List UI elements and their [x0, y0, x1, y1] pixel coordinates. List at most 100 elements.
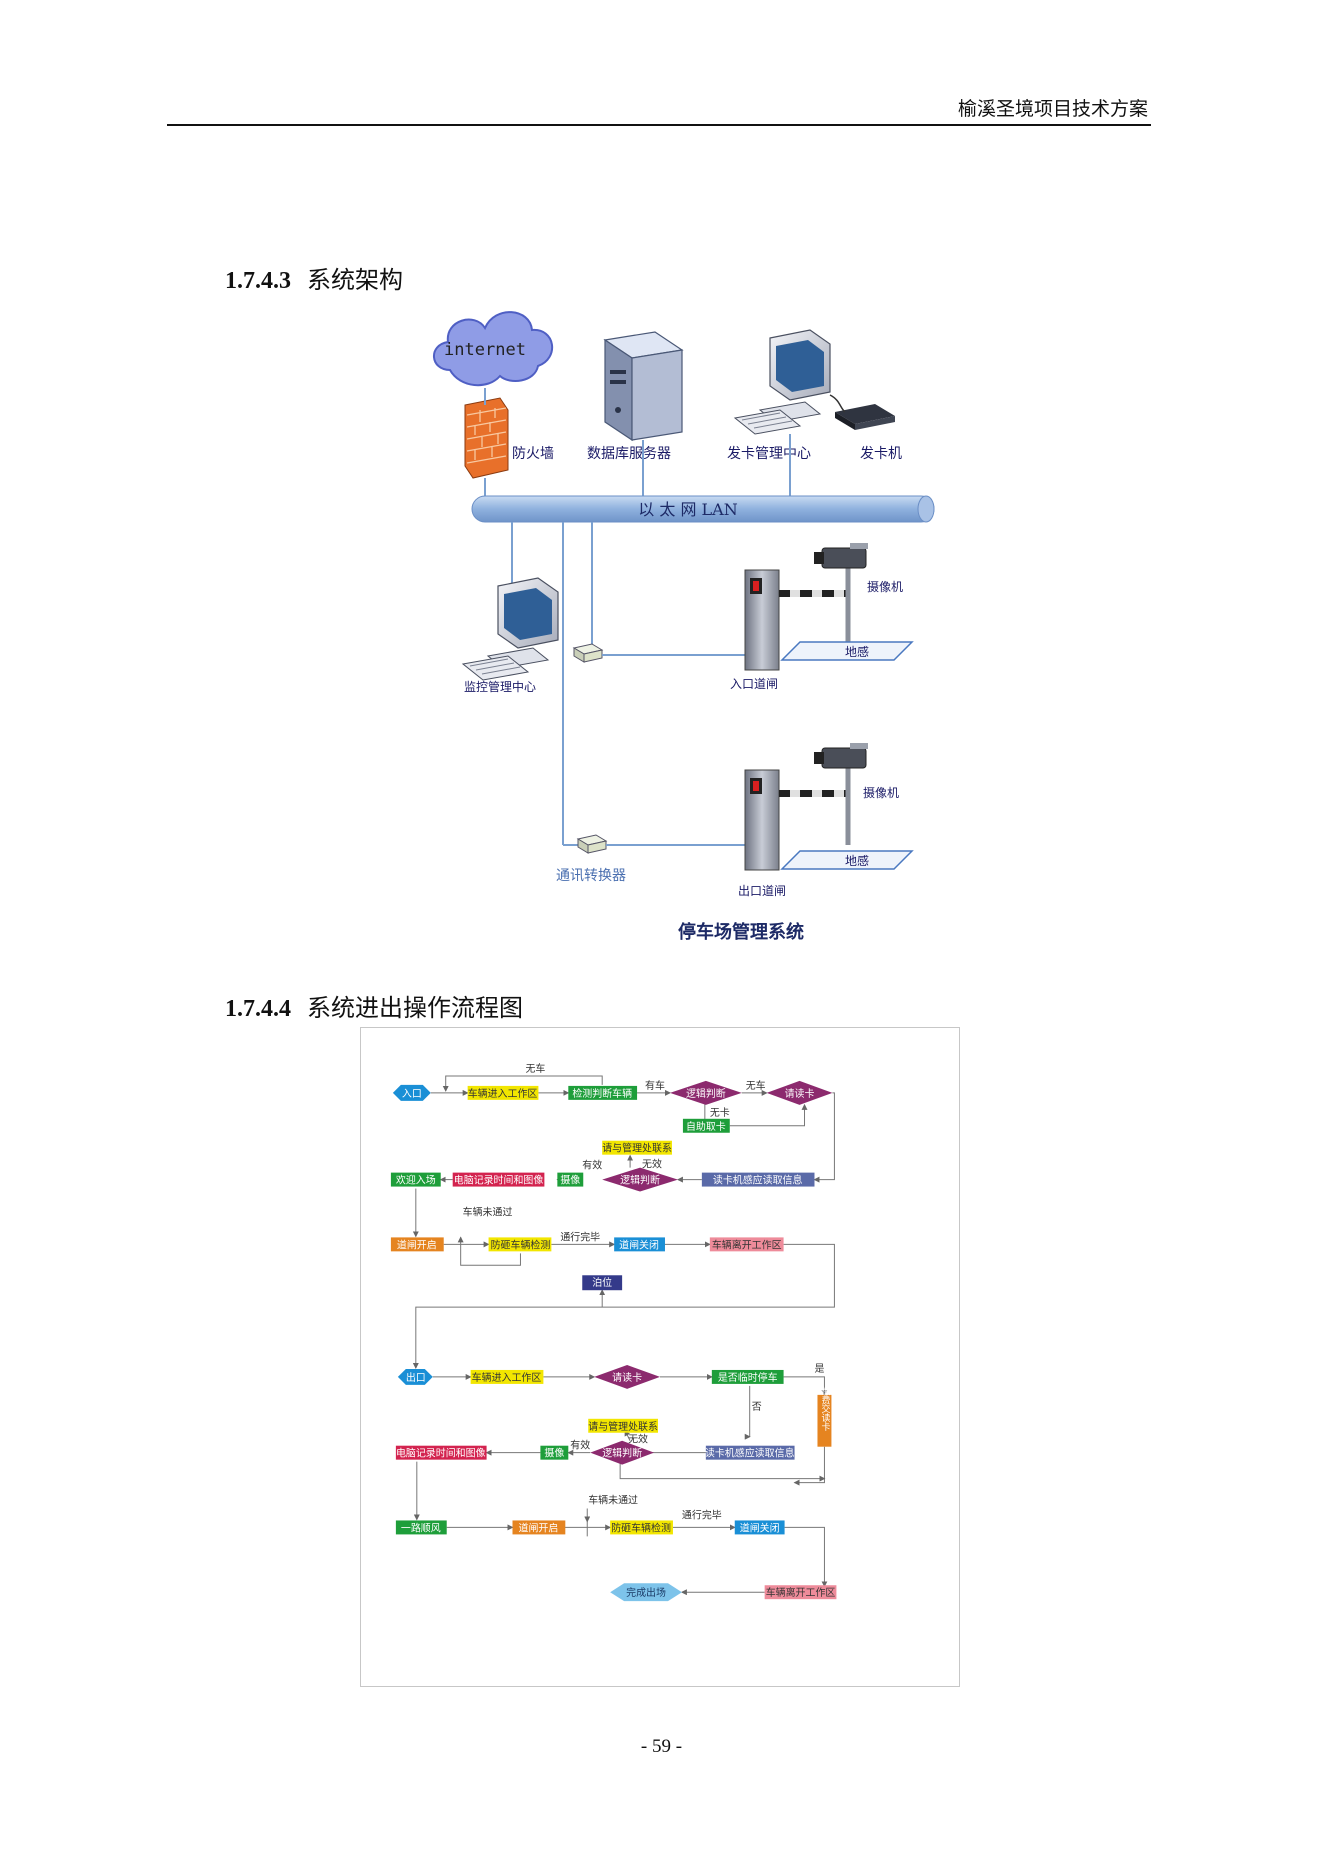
card-machine-icon [835, 404, 895, 430]
flow-capture-2 [540, 1445, 569, 1460]
flow-read-card-1-text: 请读卡 [785, 1087, 815, 1100]
flow-park [582, 1275, 623, 1291]
flow-enter-zone-1 [467, 1085, 539, 1100]
page-number: - 59 - [640, 1736, 683, 1757]
exit-camera-label: 摄像机 [863, 785, 899, 800]
edge-not-passed-1: 车辆未通过 [463, 1205, 513, 1218]
edge-pass-done-2: 通行完毕 [682, 1508, 722, 1521]
flow-leave-zone-2 [764, 1585, 837, 1600]
flow-anti-smash-2 [610, 1520, 673, 1535]
flow-reader-info-2 [705, 1445, 795, 1460]
header-title: 榆溪圣境项目技术方案 [957, 98, 1148, 120]
entry-camera-icon [814, 543, 868, 645]
exit-gate-label: 出口道闸 [738, 884, 786, 898]
flow-contact-mgmt-1-text: 请与管理处联系 [602, 1142, 672, 1155]
flow-logic-check-3-text: 逻辑判断 [602, 1447, 642, 1460]
flow-gate-open-1 [390, 1237, 444, 1252]
edge-no: 否 [752, 1401, 762, 1413]
exit-loop-label: 地感 [845, 853, 869, 868]
card-center-computer-icon [733, 329, 831, 435]
flow-anti-smash-1 [488, 1237, 552, 1252]
exit-camera-icon [814, 743, 868, 845]
flow-park-text: 泊位 [592, 1276, 612, 1289]
flow-pay-card-text: 缴费交读卡 [819, 1385, 829, 1432]
flow-contact-mgmt-2 [588, 1418, 659, 1433]
flow-reader-info-1 [701, 1172, 815, 1187]
flow-finish-exit-text: 完成出场 [626, 1586, 666, 1599]
flow-capture-1 [557, 1172, 584, 1187]
flow-gate-close-1 [614, 1237, 665, 1252]
flow-read-card-2-text: 请读卡 [612, 1371, 642, 1384]
ethernet-lan-bus [471, 495, 935, 523]
edge-has-car: 有车 [645, 1079, 665, 1092]
flow-gate-open-1-text: 道闸开启 [397, 1238, 437, 1251]
flow-contact-mgmt-1 [602, 1140, 672, 1155]
section-number: 1.7.4.4 [225, 996, 291, 1022]
edge-valid-2: 有效 [570, 1439, 590, 1452]
exit-gate-icon [744, 769, 849, 871]
flow-logic-check-2-text: 逻辑判断 [620, 1174, 660, 1187]
flow-temp-park [711, 1369, 784, 1384]
converter-exit-icon [576, 834, 608, 854]
converter-label: 通讯转换器 [556, 867, 626, 884]
edge-valid-1: 有效 [582, 1159, 602, 1172]
edge-invalid-1: 无效 [642, 1158, 662, 1171]
entry-gate-icon [744, 569, 849, 671]
firewall-label: 防火墙 [512, 446, 554, 462]
flow-detect-vehicle-text: 检测判断车辆 [572, 1087, 632, 1100]
flow-capture-2-text: 摄像 [544, 1447, 564, 1460]
converter-entry-icon [572, 643, 604, 663]
entry-exit-flowchart: 入口 车辆进入工作区 检测判断车辆 逻辑判断 请读卡 无车 有车 无车 无卡 自… [360, 1027, 960, 1687]
flow-logic-check-1-text: 逻辑判断 [686, 1087, 726, 1100]
flow-anti-smash-2-text: 防砸车辆检测 [611, 1521, 671, 1534]
flow-reader-info-2-text: 读卡机感应读取信息 [705, 1447, 795, 1460]
entry-ground-loop-icon [780, 641, 914, 661]
database-server-icon [603, 331, 684, 442]
edge-no-card: 无卡 [710, 1106, 730, 1119]
flow-leave-zone-1 [709, 1237, 784, 1252]
internet-label: internet [444, 340, 526, 360]
flow-reader-info-1-text: 读卡机感应读取信息 [713, 1174, 803, 1187]
flow-capture-1-text: 摄像 [560, 1174, 580, 1187]
monitor-center-computer-icon [461, 577, 559, 681]
flow-entry-text: 入口 [402, 1089, 422, 1100]
header-rule [167, 124, 1151, 126]
flow-anti-smash-1-text: 防砸车辆检测 [491, 1238, 551, 1251]
flow-read-card-2 [594, 1364, 660, 1389]
database-server-label: 数据库服务器 [587, 446, 671, 462]
edge-no-car-1: 无车 [525, 1062, 545, 1075]
edge-pass-done-1: 通行完毕 [560, 1230, 600, 1243]
entry-camera-label: 摄像机 [867, 579, 903, 594]
flow-gate-open-2-text: 道闸开启 [519, 1521, 559, 1534]
section-title: 系统架构 [307, 266, 403, 294]
flow-exit-node [397, 1368, 433, 1385]
firewall-icon [464, 397, 509, 479]
card-center-label: 发卡管理中心 [727, 446, 811, 462]
system-architecture-diagram: internet 防火墙 数据库服务器 发卡管理中心 发卡机 以 太 网 LA [433, 311, 935, 943]
flow-leave-zone-1-text: 车辆离开工作区 [712, 1238, 782, 1251]
flow-bon-voyage-text: 一路顺风 [401, 1521, 441, 1534]
entry-gate-label: 入口道闸 [730, 677, 778, 691]
flow-pay-card [817, 1394, 832, 1447]
edge-invalid-2: 无效 [628, 1433, 648, 1446]
flow-self-card [682, 1118, 730, 1133]
flow-record-2-text: 电脑记录时间和图像 [396, 1447, 486, 1460]
flow-gate-close-2 [734, 1520, 785, 1535]
flow-enter-zone-1-text: 车辆进入工作区 [468, 1087, 538, 1100]
architecture-caption: 停车场管理系统 [678, 921, 804, 943]
flow-bon-voyage [395, 1520, 447, 1535]
flow-welcome [390, 1172, 441, 1187]
flow-gate-open-2 [512, 1520, 566, 1535]
edge-yes: 是 [814, 1363, 824, 1375]
flow-finish-exit [610, 1583, 682, 1602]
edge-not-passed-2: 车辆未通过 [588, 1494, 638, 1507]
flow-welcome-text: 欢迎入场 [396, 1174, 436, 1187]
monitor-center-label: 监控管理中心 [464, 679, 536, 694]
flow-record-1-text: 电脑记录时间和图像 [454, 1174, 544, 1187]
flow-record-2 [395, 1445, 487, 1460]
exit-ground-loop-icon [780, 850, 914, 870]
lan-label: 以 太 网 LAN [638, 500, 737, 519]
flow-detect-vehicle [568, 1085, 638, 1100]
flow-contact-mgmt-2-text: 请与管理处联系 [588, 1420, 658, 1433]
